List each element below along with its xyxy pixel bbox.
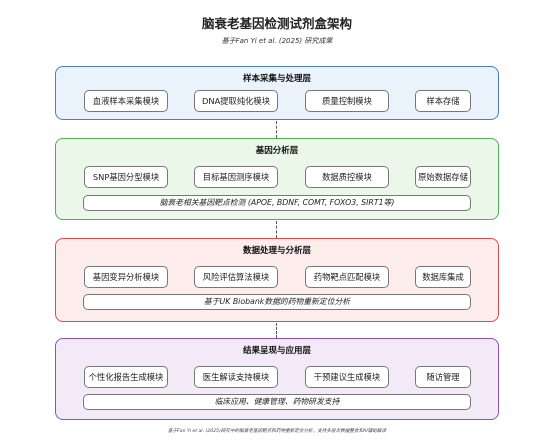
module-box: 数据库集成 xyxy=(415,266,471,288)
layer-title: 结果呈现与应用层 xyxy=(242,346,311,356)
layer-note: 脑衰老相关基因靶点检测 (APOE, BDNF, COMT, FOXO3, SI… xyxy=(83,195,471,211)
module-box: 基因变异分析模块 xyxy=(84,266,168,288)
module-box: 药物靶点匹配模块 xyxy=(305,266,389,288)
module-box: 质量控制模块 xyxy=(305,90,389,112)
diagram-subtitle: 基于Fan Yi et al. (2025) 研究成果 xyxy=(221,37,333,45)
connector-line xyxy=(276,323,277,338)
layer-results-application: 结果呈现与应用层 个性化报告生成模块 医生解读支持模块 干预建议生成模块 随访管… xyxy=(55,338,499,420)
layer-data-processing: 数据处理与分析层 基因变异分析模块 风险评估算法模块 药物靶点匹配模块 数据库集… xyxy=(55,238,499,322)
module-box: SNP基因分型模块 xyxy=(84,166,168,188)
layer-title: 样本采集与处理层 xyxy=(242,74,311,84)
connector-line xyxy=(276,121,277,138)
layer-note: 基于UK Biobank数据的药物重新定位分析 xyxy=(83,294,471,310)
layer-title: 基因分析层 xyxy=(255,146,299,156)
module-box: 随访管理 xyxy=(415,366,471,388)
layer-note: 临床应用、健康管理、药物研发支持 xyxy=(83,394,471,410)
module-box: 样本存储 xyxy=(415,90,471,112)
module-box: 数据质控模块 xyxy=(305,166,389,188)
footer-note: 基于Fan Yi et al. (2025)研究中的脑衰老基因靶点和药物重新定位… xyxy=(167,429,387,434)
module-box: DNA提取纯化模块 xyxy=(194,90,278,112)
module-box: 血液样本采集模块 xyxy=(84,90,168,112)
diagram-title: 脑衰老基因检测试剂盒架构 xyxy=(201,16,352,31)
module-box: 干预建议生成模块 xyxy=(305,366,389,388)
module-box: 个性化报告生成模块 xyxy=(84,366,168,388)
layer-gene-analysis: 基因分析层 SNP基因分型模块 目标基因测序模块 数据质控模块 原始数据存储 脑… xyxy=(55,138,499,220)
connector-line xyxy=(276,221,277,238)
module-box: 医生解读支持模块 xyxy=(194,366,278,388)
layer-sample-collection: 样本采集与处理层 血液样本采集模块 DNA提取纯化模块 质量控制模块 样本存储 xyxy=(55,66,499,120)
layer-title: 数据处理与分析层 xyxy=(242,246,311,256)
module-box: 目标基因测序模块 xyxy=(194,166,278,188)
module-box: 风险评估算法模块 xyxy=(194,266,278,288)
module-box: 原始数据存储 xyxy=(415,166,471,188)
